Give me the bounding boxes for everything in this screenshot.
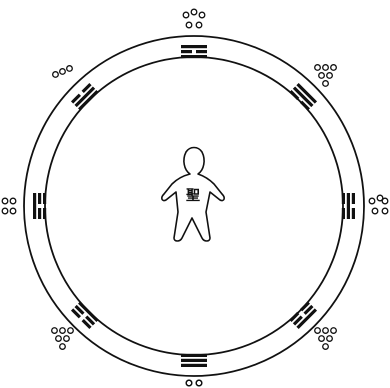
trigram-line-broken xyxy=(342,208,345,219)
trigram-line-broken xyxy=(196,50,207,53)
dot xyxy=(60,328,66,334)
dot xyxy=(196,22,202,28)
dot xyxy=(53,72,59,78)
trigram-line-solid xyxy=(33,193,36,219)
trigram-station-bottom-right xyxy=(289,301,317,329)
dot xyxy=(327,73,333,79)
trigram-line-broken xyxy=(342,193,345,204)
dot xyxy=(315,328,321,334)
dot xyxy=(372,208,378,214)
dot xyxy=(60,69,66,75)
trigram-line-broken xyxy=(38,208,41,219)
dot xyxy=(331,65,337,71)
dot xyxy=(10,198,16,204)
trigram-station-top-left xyxy=(71,83,99,111)
dot xyxy=(67,66,73,72)
trigram-station-top-right xyxy=(289,83,317,111)
trigram-station-top xyxy=(181,45,207,58)
trigram-symbol xyxy=(71,301,99,329)
dot-cluster xyxy=(53,66,73,78)
dot xyxy=(323,81,329,87)
trigram-line-solid xyxy=(181,354,207,357)
dot xyxy=(319,73,325,79)
trigram-line-broken xyxy=(352,193,355,204)
trigram-station-bottom-left xyxy=(71,301,99,329)
dot xyxy=(315,65,321,71)
trigram-symbol xyxy=(181,45,207,58)
dot xyxy=(183,12,189,18)
dot xyxy=(199,12,205,18)
dot-cluster xyxy=(369,195,388,214)
trigram-symbol xyxy=(71,83,99,111)
dot xyxy=(2,198,8,204)
outer-ring xyxy=(24,36,364,376)
trigram-line-broken xyxy=(38,193,41,204)
dot-cluster xyxy=(315,65,337,87)
dot xyxy=(56,336,62,342)
dot xyxy=(369,198,375,204)
trigram-symbol xyxy=(289,301,317,329)
dot xyxy=(2,208,8,214)
dot xyxy=(10,208,16,214)
dot xyxy=(331,328,337,334)
dot xyxy=(186,22,192,28)
trigram-line-solid xyxy=(347,193,350,219)
dot-cluster xyxy=(2,198,16,214)
dot xyxy=(323,344,329,350)
dot-cluster xyxy=(315,328,337,350)
trigram-line-solid xyxy=(181,364,207,367)
trigram-symbol xyxy=(289,83,317,111)
dot xyxy=(323,65,329,71)
trigram-line-broken xyxy=(352,208,355,219)
dot xyxy=(68,328,74,334)
dot xyxy=(382,198,388,204)
dot xyxy=(196,380,202,386)
dot xyxy=(60,344,66,350)
inner-ring xyxy=(45,57,343,355)
dot xyxy=(327,336,333,342)
trigram-line-solid xyxy=(181,359,207,362)
trigram-line-broken xyxy=(43,208,46,219)
trigram-line-broken xyxy=(181,50,192,53)
trigram-line-solid xyxy=(181,45,207,48)
dot xyxy=(191,9,197,15)
dot xyxy=(52,328,58,334)
trigram-station-bottom xyxy=(181,354,207,367)
dot-cluster xyxy=(52,328,74,350)
dot-cluster xyxy=(186,380,202,386)
trigram-symbol xyxy=(181,354,207,367)
dot xyxy=(186,380,192,386)
human-figure: 聖 xyxy=(162,148,224,242)
dot xyxy=(323,328,329,334)
trigram-line-broken xyxy=(43,193,46,204)
dot xyxy=(382,208,388,214)
trigram-line-solid xyxy=(181,55,207,58)
center-glyph: 聖 xyxy=(186,187,200,204)
dot xyxy=(64,336,70,342)
dot-cluster xyxy=(183,9,205,28)
dot xyxy=(319,336,325,342)
